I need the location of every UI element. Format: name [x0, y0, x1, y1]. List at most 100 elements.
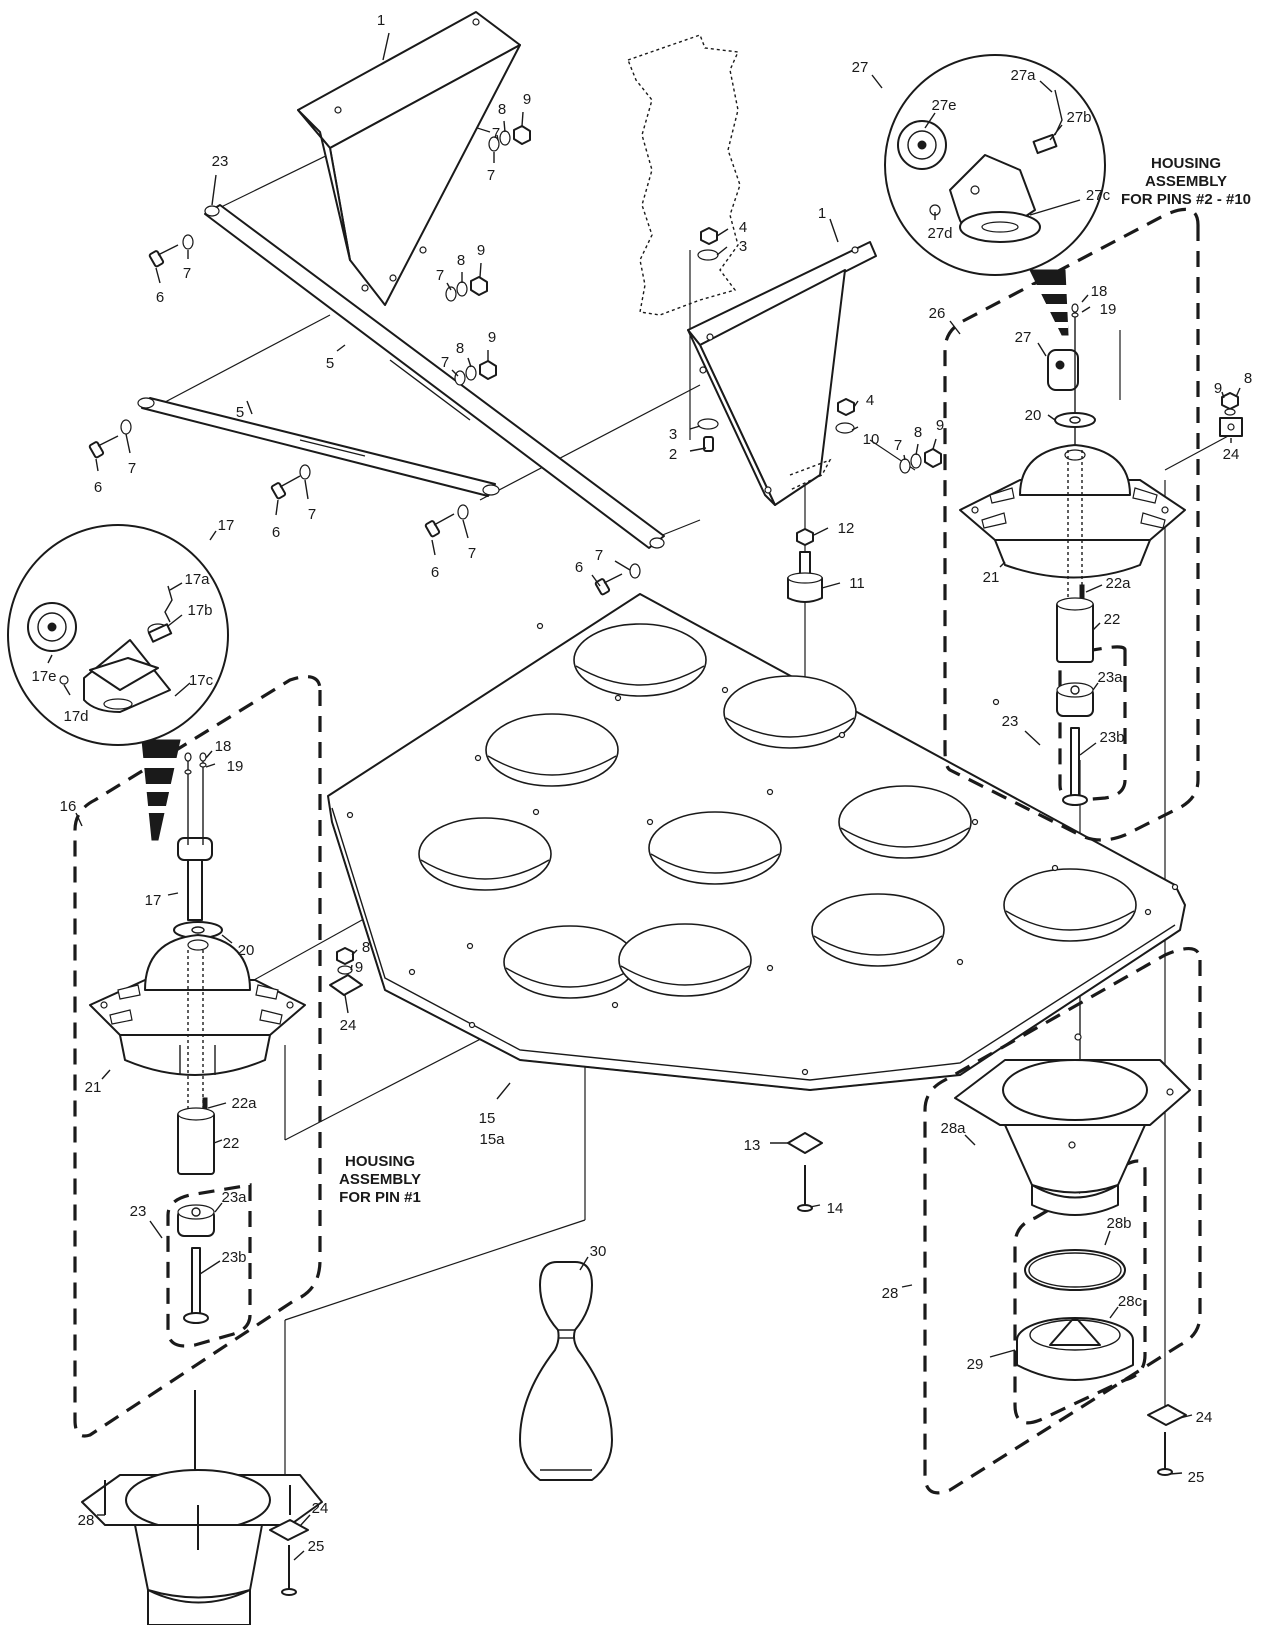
callout-leader-line [932, 438, 937, 450]
callout-18a: 18 [215, 738, 232, 755]
callout-19b: 19 [1100, 301, 1117, 318]
callout-leader-line [903, 454, 906, 461]
callout-leader-line [211, 174, 217, 206]
callout-7c: 7 [308, 506, 316, 523]
callout-leader-line [614, 560, 631, 571]
callout-18b: 18 [1091, 283, 1108, 300]
heading-pins-2-10-line-1: HOUSING [1151, 155, 1221, 172]
callout-leader-line [431, 539, 436, 556]
callout-7e: 7 [595, 547, 603, 564]
callout-2: 2 [669, 446, 677, 463]
plate-pin-hole-rim [420, 859, 550, 880]
callout-1a: 1 [377, 12, 385, 29]
plate-holes [346, 622, 1179, 1076]
callout-11: 11 [849, 575, 865, 592]
plate-mounting-hole [532, 808, 540, 816]
callout-28bb: 28b [1106, 1215, 1131, 1232]
callout-leader-line [451, 369, 459, 377]
plate-mounting-hole [992, 698, 1000, 706]
plate-pin-hole-rim [650, 853, 780, 874]
callout-leader-line [591, 574, 601, 587]
callout-leader-line [304, 479, 309, 500]
plate-mounting-hole [1171, 883, 1179, 891]
callout-23c: 23 [1002, 713, 1019, 730]
callout-22ab: 22a [1105, 575, 1131, 592]
callout-leader-line [299, 1514, 311, 1527]
callout-27bb: 27b [1066, 109, 1091, 126]
callout-leader-line [1039, 80, 1053, 93]
callout-leader-line [924, 112, 936, 129]
callout-27: 27 [852, 59, 869, 76]
callout-leader-line [1081, 294, 1089, 303]
housing-assembly-pins-2-10 [884, 54, 1243, 1495]
callout-leader-line [479, 262, 482, 278]
callout-6e: 6 [575, 559, 583, 576]
plate-pin-hole [723, 675, 857, 749]
callout-leader-line [214, 1202, 223, 1213]
plate-pin-hole-rim [505, 967, 635, 988]
callout-leader-line [205, 750, 213, 759]
callout-leader-line [382, 32, 390, 61]
callout-leader-line [293, 1550, 305, 1561]
callout-leader-line [75, 812, 83, 827]
callout-6a: 6 [156, 289, 164, 306]
callout-17: 17 [218, 517, 235, 534]
callout-8c: 8 [456, 340, 464, 357]
callout-3a: 3 [669, 426, 677, 443]
callout-7f: 7 [487, 167, 495, 184]
callout-leader-line [1079, 742, 1097, 756]
callout-6d: 6 [431, 564, 439, 581]
callout-leader-line [351, 949, 358, 956]
callout-leader-line [63, 684, 71, 696]
callout-leader-line [989, 1349, 1016, 1358]
callout-leader-line [901, 1284, 913, 1288]
callout-leader-line [716, 228, 729, 237]
plate-pin-hole-rim [840, 827, 970, 848]
callout-27d: 27d [927, 225, 952, 242]
callout-14: 14 [827, 1200, 844, 1217]
callout-7j: 7 [492, 125, 500, 142]
heading-pins-2-10: HOUSING ASSEMBLY FOR PINS #2 - #10 [1121, 155, 1251, 208]
callout-leader-line [1047, 414, 1056, 421]
callout-leader-line [199, 1260, 221, 1275]
callout-17e: 17e [31, 668, 56, 685]
callout-15: 15 [479, 1110, 496, 1127]
callout-leader-line [496, 1082, 511, 1100]
callout-leader-line [246, 400, 253, 415]
plate-mounting-hole [611, 1001, 619, 1009]
plate-mounting-hole [646, 818, 654, 826]
ghost-outline [627, 34, 741, 316]
callout-leader-line [689, 447, 707, 452]
callout-9a: 9 [523, 91, 531, 108]
callout-leader-line [1081, 306, 1091, 313]
plate-mounting-hole [971, 818, 979, 826]
callout-leader-line [350, 964, 353, 971]
callout-leader-line [1037, 342, 1047, 357]
callout-5a: 5 [326, 355, 334, 372]
callout-24c: 24 [312, 1500, 329, 1517]
callout-17a: 17a [184, 571, 210, 588]
callout-9e: 9 [1214, 380, 1222, 397]
callout-28aa: 28a [940, 1120, 966, 1137]
callout-30: 30 [590, 1243, 607, 1260]
plate-pin-hole-rim [1005, 910, 1135, 931]
heading-pin-1-line-2: ASSEMBLY [339, 1171, 421, 1188]
callout-7i: 7 [894, 437, 902, 454]
callout-24a: 24 [340, 1017, 357, 1034]
callout-7d: 7 [468, 545, 476, 562]
fasteners [88, 125, 942, 603]
callout-9f: 9 [355, 959, 363, 976]
callout-28a: 28 [78, 1512, 95, 1529]
housing-assembly-pin-1 [7, 524, 363, 1625]
callout-leader-line [871, 74, 883, 89]
plate-mounting-hole [536, 622, 544, 630]
callout-leader-line [344, 994, 349, 1014]
callout-leader-line [853, 400, 859, 408]
callout-leader-line [503, 120, 506, 133]
callout-leader-line [167, 614, 183, 627]
support-tube-short [137, 397, 500, 497]
callout-9d: 9 [936, 417, 944, 434]
plate-mounting-hole [766, 788, 774, 796]
callout-leader-line [809, 1204, 821, 1208]
callout-leader-line [207, 1102, 227, 1109]
